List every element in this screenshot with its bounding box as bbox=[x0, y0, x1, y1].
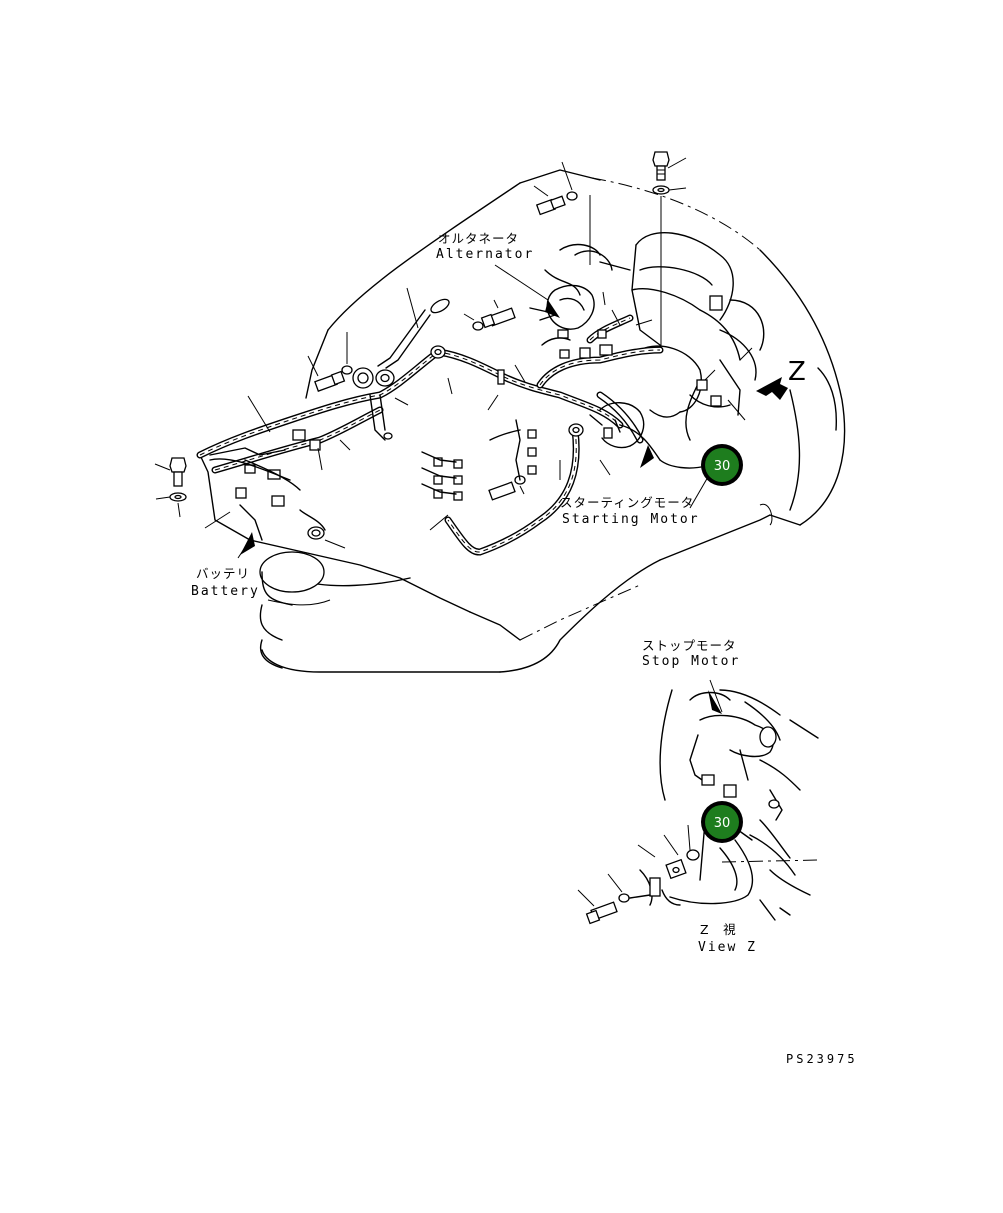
machine-body-outline bbox=[199, 169, 846, 673]
starting-motor-label-en: Starting Motor bbox=[562, 512, 700, 527]
connector-cluster bbox=[421, 419, 537, 501]
leader-lines bbox=[204, 264, 753, 713]
battery-label-jp: バッテリ bbox=[196, 566, 250, 581]
battery-terminals bbox=[209, 447, 326, 541]
starting-motor bbox=[589, 402, 645, 449]
view-z-label-jp: Z 視 bbox=[700, 922, 737, 937]
arrow-battery bbox=[240, 532, 255, 555]
alternator bbox=[529, 284, 595, 346]
label-alternator: オルタネータ Alternator bbox=[436, 231, 534, 262]
throttle-lever bbox=[369, 287, 450, 441]
arrow-alternator bbox=[545, 300, 560, 318]
alternator-label-jp: オルタネータ bbox=[438, 231, 519, 246]
battery-label-en: Battery bbox=[191, 584, 260, 599]
stop-motor-label-jp: ストップモータ bbox=[642, 638, 737, 653]
bolt-battery-left bbox=[154, 457, 187, 518]
stop-motor-label-en: Stop Motor bbox=[642, 654, 740, 669]
callout-badge[interactable]: 30 bbox=[701, 801, 743, 843]
view-z-inset bbox=[577, 689, 821, 925]
bolt-mid bbox=[463, 299, 516, 331]
battery-unit bbox=[259, 551, 331, 669]
view-z-letter: Z bbox=[788, 357, 806, 387]
bolt-upper-left bbox=[533, 161, 591, 265]
arrow-starting-motor bbox=[640, 445, 654, 468]
arrow-stop-motor bbox=[708, 690, 722, 714]
bolt-left bbox=[307, 332, 353, 392]
top-bolt bbox=[652, 151, 687, 181]
engine-block bbox=[544, 232, 765, 441]
callout-badge-text: 30 bbox=[714, 459, 731, 474]
starting-motor-label-jp: スターティングモータ bbox=[560, 495, 694, 510]
drawing-part-number: PS23975 bbox=[786, 1052, 858, 1066]
alternator-label-en: Alternator bbox=[436, 247, 534, 262]
top-washer bbox=[652, 185, 687, 348]
callout-badge[interactable]: 30 bbox=[701, 444, 743, 486]
view-z-label-en: View Z bbox=[698, 940, 757, 955]
label-stop-motor: ストップモータ Stop Motor bbox=[642, 638, 740, 669]
label-view-z: Z 視 View Z bbox=[698, 922, 757, 955]
harness-clamps bbox=[235, 329, 613, 507]
callout-badge-text: 30 bbox=[714, 816, 731, 831]
arrow-view-z bbox=[756, 377, 788, 400]
label-battery: バッテリ Battery bbox=[191, 566, 260, 599]
label-starting-motor: スターティングモータ Starting Motor bbox=[560, 495, 700, 527]
